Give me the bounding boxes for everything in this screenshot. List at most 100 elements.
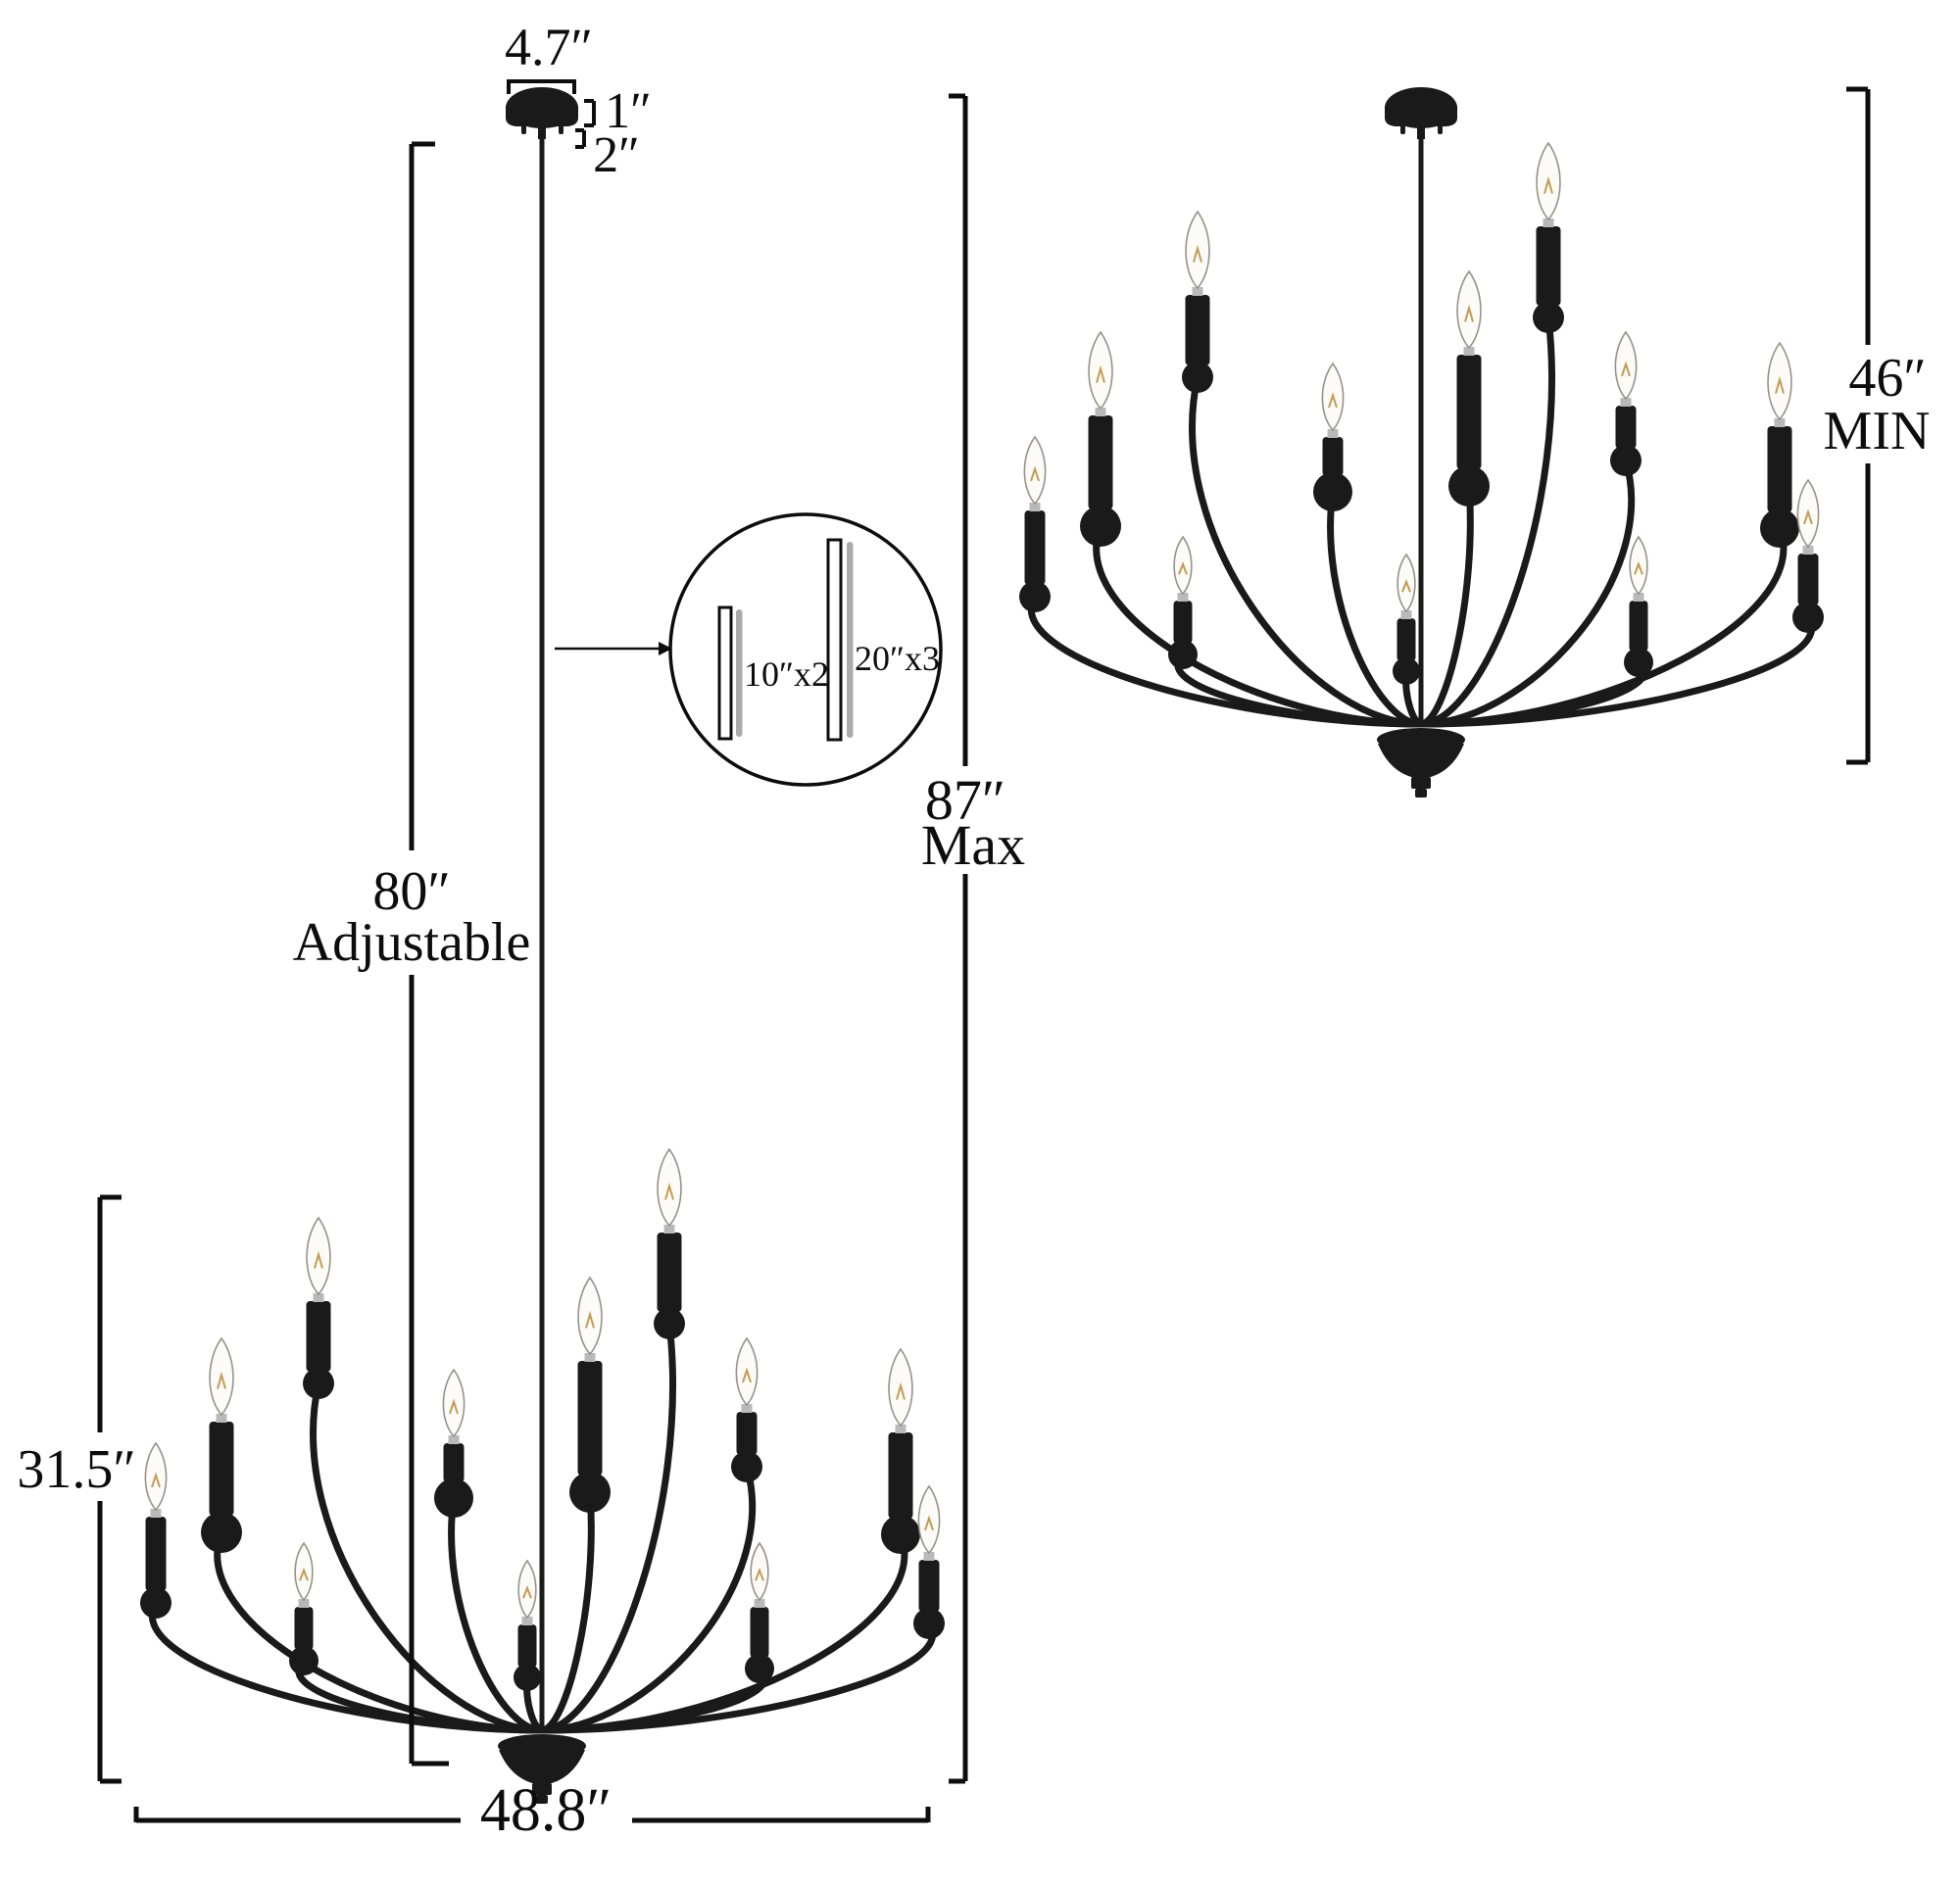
canopy-gap-label: 2″ bbox=[593, 127, 640, 183]
ball-accent bbox=[1448, 465, 1490, 507]
ball-accent bbox=[434, 1478, 473, 1518]
candle-light bbox=[731, 1336, 762, 1482]
bulb-socket bbox=[663, 1225, 675, 1234]
candle-sleeve bbox=[657, 1233, 682, 1312]
ball-accent bbox=[1760, 508, 1799, 548]
downrod-short-rod bbox=[736, 609, 743, 737]
ball-accent bbox=[1168, 640, 1198, 669]
ball-accent bbox=[303, 1368, 334, 1399]
candle-sleeve bbox=[443, 1443, 465, 1482]
candle-sleeve bbox=[1173, 601, 1193, 644]
bulb-socket bbox=[1633, 593, 1644, 602]
bulb-socket bbox=[923, 1552, 935, 1561]
candle-light bbox=[913, 1484, 945, 1639]
bulb-socket bbox=[1774, 418, 1786, 427]
fixture-height-bracket bbox=[97, 1194, 122, 1784]
max-height-bracket bbox=[949, 93, 968, 1784]
candle-sleeve bbox=[1797, 554, 1819, 605]
candle-sleeve bbox=[1024, 510, 1046, 585]
min-value-label: 46″ bbox=[1848, 348, 1926, 409]
ball-accent bbox=[1313, 472, 1352, 511]
bulb-socket bbox=[448, 1435, 460, 1444]
bulb-filament bbox=[742, 1367, 752, 1383]
fixture-width-line bbox=[133, 1807, 931, 1823]
chandelier-arm bbox=[1417, 613, 1815, 728]
min-word-label: MIN bbox=[1824, 401, 1931, 461]
bulb-socket bbox=[1192, 287, 1203, 296]
adjustable-height-bracket bbox=[409, 141, 449, 1767]
candle-sleeve bbox=[294, 1607, 314, 1650]
bulb-filament bbox=[1401, 579, 1411, 593]
bulb-filament bbox=[1178, 561, 1188, 575]
candle-sleeve bbox=[1615, 406, 1637, 449]
ball-accent bbox=[514, 1664, 541, 1691]
downrod-short-label: 10″x2 bbox=[744, 654, 829, 694]
arm-cluster bbox=[1019, 141, 1824, 728]
chandelier-arm bbox=[1417, 457, 1636, 728]
candle-light bbox=[1393, 553, 1420, 685]
ball-accent bbox=[1533, 302, 1564, 333]
bulb-socket bbox=[1463, 347, 1475, 356]
canopy-height-bracket bbox=[584, 99, 596, 127]
bulb-filament bbox=[896, 1381, 906, 1400]
candle-light bbox=[201, 1336, 242, 1553]
canopy-height-label: 1″ bbox=[605, 83, 652, 139]
bulb-socket bbox=[1327, 429, 1339, 438]
ball-accent bbox=[731, 1451, 762, 1482]
candle-sleeve bbox=[577, 1361, 603, 1476]
ball-accent bbox=[1393, 657, 1420, 685]
chandelier-arm bbox=[448, 1494, 546, 1734]
bulb-filament bbox=[1803, 508, 1813, 525]
candle-sleeve bbox=[750, 1607, 769, 1658]
downrod-detail-circle: 10″x2 20″x3 bbox=[668, 512, 943, 787]
ball-accent bbox=[881, 1515, 920, 1554]
ball-accent bbox=[569, 1472, 611, 1513]
candle-light bbox=[1019, 435, 1051, 612]
bottom-finial bbox=[498, 1734, 586, 1804]
candle-light bbox=[289, 1541, 318, 1675]
candle-light bbox=[1182, 210, 1213, 393]
candle-light bbox=[1080, 330, 1121, 547]
chandelier-arm bbox=[1189, 373, 1425, 728]
downrod-callout-arrow bbox=[555, 642, 672, 655]
candle-light bbox=[434, 1368, 473, 1518]
chandelier-arm bbox=[1417, 314, 1555, 728]
chandelier-arm bbox=[538, 1530, 908, 1734]
bulb-socket bbox=[150, 1509, 162, 1518]
min-height-bracket bbox=[1846, 86, 1871, 765]
candle-sleeve bbox=[209, 1422, 234, 1516]
canopy-gap-bracket bbox=[575, 128, 586, 149]
candle-sleeve bbox=[918, 1560, 940, 1612]
downrod-long-rod bbox=[847, 542, 854, 738]
canopy-width-label: 4.7″ bbox=[505, 18, 593, 76]
bulb-socket bbox=[521, 1617, 533, 1625]
candle-light bbox=[1313, 362, 1352, 511]
candle-light bbox=[303, 1216, 334, 1399]
ball-accent bbox=[140, 1587, 172, 1619]
fixture-width-label: 48.8″ bbox=[480, 1777, 612, 1844]
bulb-socket bbox=[1400, 610, 1412, 619]
candle-sleeve bbox=[1456, 355, 1482, 469]
bulb-filament bbox=[755, 1568, 764, 1581]
candle-light bbox=[140, 1441, 172, 1619]
bulb-filament bbox=[1328, 392, 1338, 409]
ball-accent bbox=[1792, 602, 1824, 633]
chandelier-arm bbox=[1093, 522, 1425, 728]
chandelier-arm bbox=[1327, 488, 1425, 728]
ball-accent bbox=[913, 1608, 945, 1639]
bulb-socket bbox=[1620, 398, 1632, 407]
bulb-filament bbox=[1775, 375, 1785, 394]
bulb-filament bbox=[217, 1371, 226, 1389]
candle-light bbox=[881, 1347, 920, 1554]
bulb-socket bbox=[1095, 408, 1106, 416]
chandelier-full-drop-view bbox=[140, 87, 945, 1804]
candle-light bbox=[1448, 269, 1490, 507]
candle-light bbox=[1760, 341, 1799, 548]
chandelier-arm bbox=[538, 1488, 595, 1734]
bulb-socket bbox=[1543, 218, 1554, 227]
ball-accent bbox=[1019, 581, 1051, 612]
bulb-socket bbox=[298, 1599, 310, 1608]
ball-accent bbox=[654, 1308, 685, 1339]
chandelier-min-drop-view bbox=[1019, 87, 1824, 798]
